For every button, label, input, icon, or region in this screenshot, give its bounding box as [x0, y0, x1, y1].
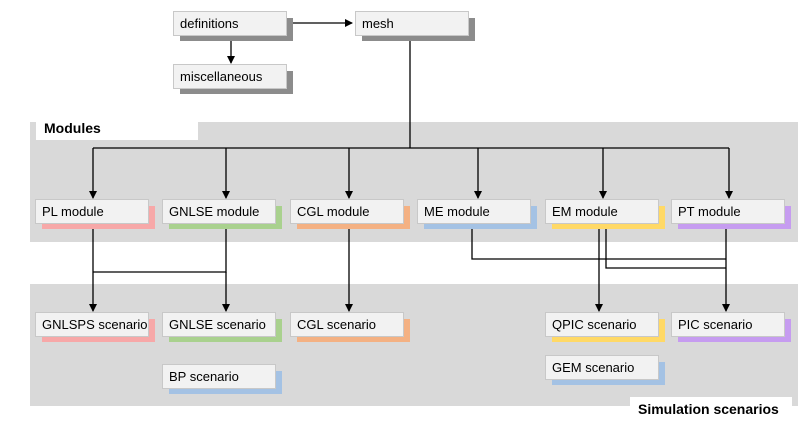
node-label: PIC scenario: [671, 312, 785, 337]
modules-band-label: Modules: [36, 116, 198, 140]
node-cgl-scenario: CGL scenario: [290, 312, 410, 342]
node-gem-scenario: GEM scenario: [545, 355, 665, 385]
node-pl-module: PL module: [35, 199, 155, 229]
node-bp-scenario: BP scenario: [162, 364, 282, 394]
node-label: definitions: [173, 11, 287, 36]
scenarios-band: [30, 284, 798, 406]
node-label: miscellaneous: [173, 64, 287, 89]
node-pic-scenario: PIC scenario: [671, 312, 791, 342]
node-label: CGL scenario: [290, 312, 404, 337]
node-label: PL module: [35, 199, 149, 224]
node-label: GEM scenario: [545, 355, 659, 380]
node-label: GNLSE scenario: [162, 312, 276, 337]
node-gnlse-scenario: GNLSE scenario: [162, 312, 282, 342]
node-gnlsps-scenario: GNLSPS scenario: [35, 312, 155, 342]
node-label: EM module: [545, 199, 659, 224]
node-label: BP scenario: [162, 364, 276, 389]
node-label: GNLSE module: [162, 199, 276, 224]
node-pt-module: PT module: [671, 199, 791, 229]
modules-band: [30, 122, 798, 242]
node-qpic-scenario: QPIC scenario: [545, 312, 665, 342]
node-label: mesh: [355, 11, 469, 36]
node-mesh: mesh: [355, 11, 475, 41]
node-me-module: ME module: [417, 199, 537, 229]
node-label: CGL module: [290, 199, 404, 224]
node-gnlse-module: GNLSE module: [162, 199, 282, 229]
node-definitions: definitions: [173, 11, 293, 41]
edge-em-to-pic: [605, 224, 726, 269]
edge-me-to-pic: [471, 224, 726, 260]
scenarios-band-label: Simulation scenarios: [630, 397, 792, 422]
node-label: QPIC scenario: [545, 312, 659, 337]
node-label: GNLSPS scenario: [35, 312, 149, 337]
node-label: PT module: [671, 199, 785, 224]
node-label: ME module: [417, 199, 531, 224]
node-cgl-module: CGL module: [290, 199, 410, 229]
node-miscellaneous: miscellaneous: [173, 64, 293, 94]
node-em-module: EM module: [545, 199, 665, 229]
edge-gnlse-to-gnlsps: [93, 224, 227, 273]
